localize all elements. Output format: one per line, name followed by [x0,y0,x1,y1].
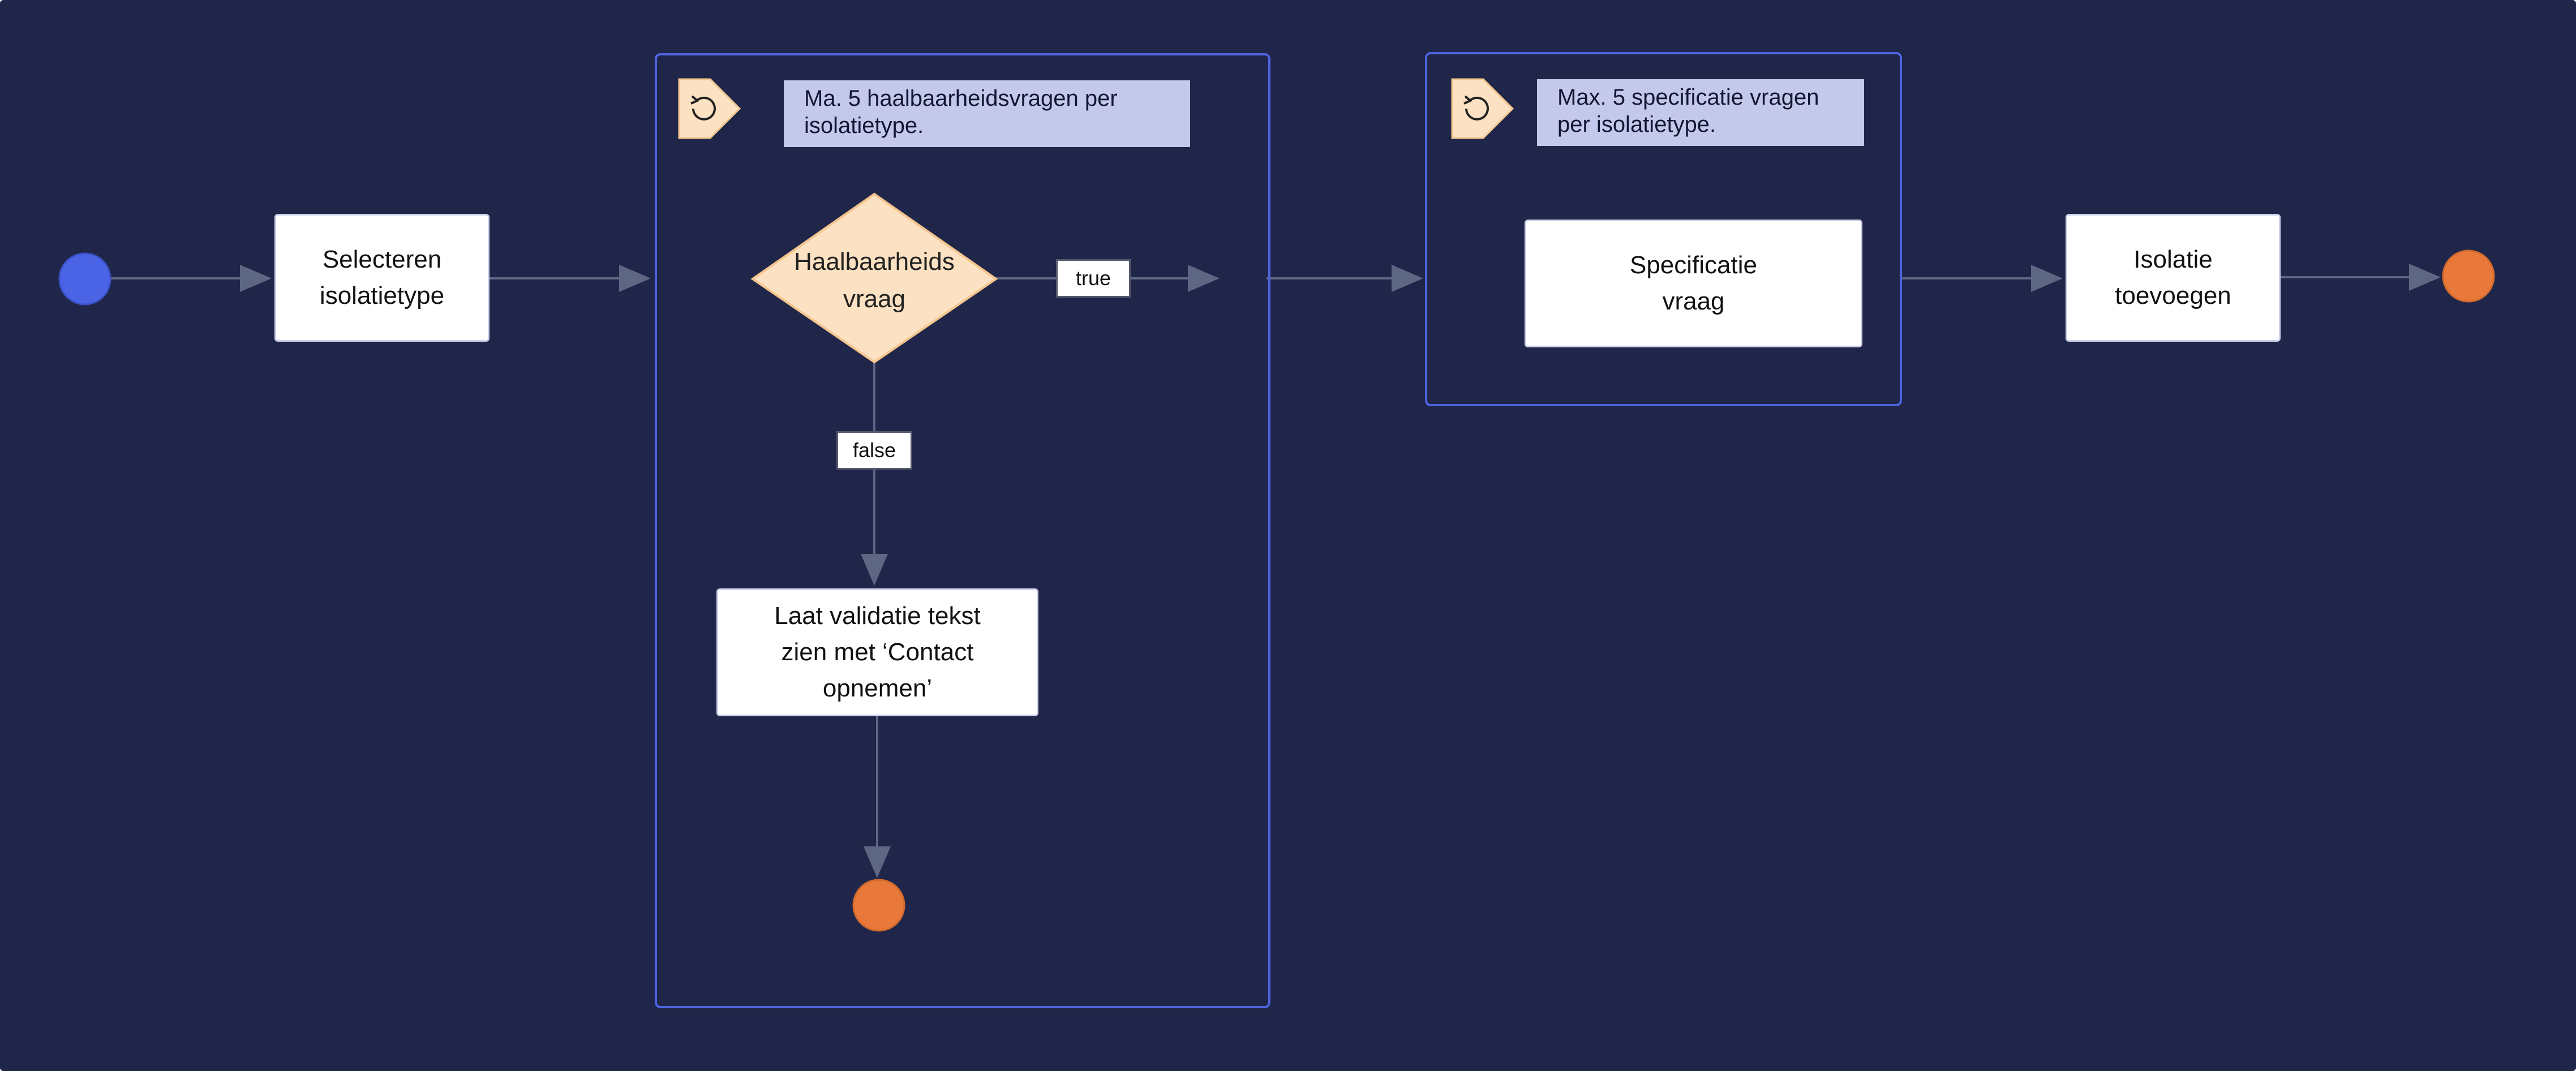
edge-label-text: true [1075,266,1111,290]
loop-frame-feasibility [655,53,1270,1008]
loop-icon [1463,95,1489,121]
start-event[interactable] [58,252,111,306]
task-label-line: Laat validatie tekst [774,602,981,630]
task-label-line: toevoegen [2115,282,2231,309]
loop-marker-2 [1451,78,1514,139]
arrowhead-icon [1392,265,1423,292]
edge-label-text: false [852,438,896,462]
arrowhead-icon [240,265,272,292]
edge-label-false: false [836,431,912,470]
annotation-text: Ma. 5 haalbaarheidsvragen per isolatiety… [804,86,1118,138]
feasibility-gateway-shape[interactable] [750,192,998,364]
task-specification-question[interactable]: Specificatie vraag [1525,220,1862,347]
arrowhead-icon [2031,265,2063,292]
loop-icon [690,95,716,121]
loop-annotation-specification: Max. 5 specificatie vragen per isolatiet… [1537,79,1864,146]
task-label-line: Specificatie [1629,251,1757,279]
task-add-isolation[interactable]: Isolatie toevoegen [2066,214,2281,342]
end-event-validation[interactable] [852,879,905,932]
loop-marker-1 [678,78,741,139]
arrowhead-icon [1188,265,1220,292]
loop-annotation-feasibility: Ma. 5 haalbaarheidsvragen per isolatiety… [784,80,1190,147]
task-label-line: Isolatie [2133,246,2213,273]
task-show-validation-text[interactable]: Laat validatie tekst zien met ‘Contact o… [716,588,1038,716]
gateway-label-line: vraag [843,285,906,313]
arrowhead-icon [2409,264,2441,291]
task-label-line: Selecteren [322,246,442,273]
loop-frame-specification [1425,52,1902,406]
annotation-text: Max. 5 specificatie vragen per isolatiet… [1557,85,1819,137]
gateway-label-line: Haalbaarheids [794,248,955,276]
arrowhead-icon [619,265,651,292]
arrowhead-icon [864,846,891,878]
task-label-line: opnemen’ [822,674,933,702]
feasibility-gateway-label: Haalbaarheids vraag [761,243,988,318]
task-label-line: zien met ‘Contact [781,638,974,666]
task-label-line: vraag [1662,287,1725,315]
task-label-line: isolatietype [319,282,445,309]
task-select-isolation-type[interactable]: Selecteren isolatietype [274,214,490,342]
end-event-main[interactable] [2442,250,2495,303]
arrowhead-icon [861,554,888,586]
edge-label-true: true [1056,259,1131,298]
